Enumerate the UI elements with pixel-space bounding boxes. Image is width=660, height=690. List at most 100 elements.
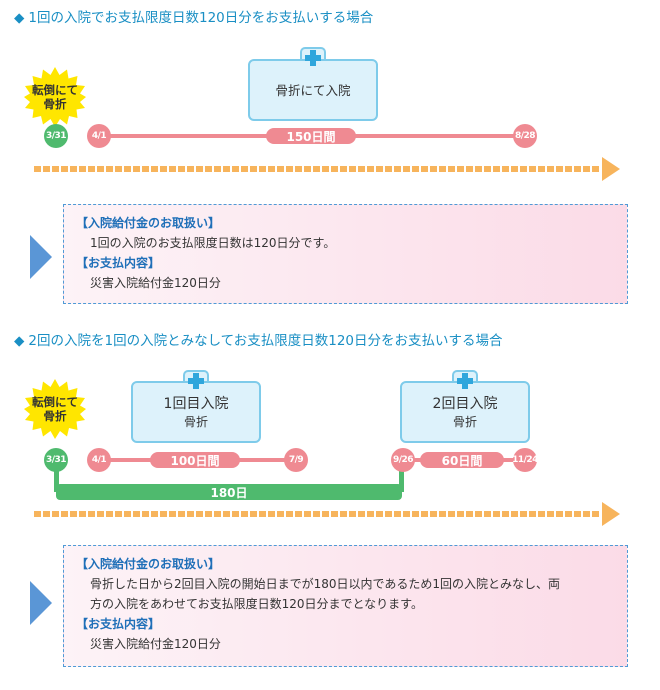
diamond-bullet-icon: ◆ xyxy=(14,10,25,26)
arrow-dot xyxy=(205,166,212,172)
arrow-dot xyxy=(340,511,347,517)
arrow-dot xyxy=(286,511,293,517)
arrow-dot xyxy=(538,166,545,172)
hospital-sub: 骨折 xyxy=(452,414,477,429)
arrow-dot xyxy=(448,511,455,517)
arrow-dot xyxy=(268,511,275,517)
hospital-sub: 骨折 xyxy=(183,414,208,429)
arrow-dot xyxy=(304,511,311,517)
arrow-dot xyxy=(403,166,410,172)
arrow-dot xyxy=(502,166,509,172)
arrow-dot xyxy=(61,511,68,517)
arrow-dot xyxy=(583,511,590,517)
arrow-dot xyxy=(529,166,536,172)
arrow-dot xyxy=(385,166,392,172)
arrow-dot xyxy=(385,511,392,517)
arrow-dot xyxy=(538,511,545,517)
arrow-dot xyxy=(151,166,158,172)
arrow-dot xyxy=(394,511,401,517)
arrow-dot xyxy=(52,511,59,517)
arrow-dot xyxy=(34,166,41,172)
arrow-dot xyxy=(313,166,320,172)
arrow-dot xyxy=(268,166,275,172)
arrow-dot xyxy=(376,511,383,517)
arrow-dot xyxy=(592,166,599,172)
arrow-dot xyxy=(151,511,158,517)
arrow-dot xyxy=(367,166,374,172)
arrow-dot xyxy=(79,511,86,517)
arrow-dot xyxy=(502,511,509,517)
event-date-badge: 3/31 xyxy=(44,124,68,148)
arrow-dot xyxy=(529,511,536,517)
arrow-dot xyxy=(187,166,194,172)
arrow-dot xyxy=(115,511,122,517)
medical-cross-icon xyxy=(457,373,473,389)
arrow-dot xyxy=(349,166,356,172)
arrow-dot xyxy=(466,166,473,172)
duration-label: 100日間 xyxy=(150,452,240,468)
hospital-title: 2回目入院 xyxy=(432,395,498,412)
arrow-dot xyxy=(43,511,50,517)
start-date-badge: 4/1 xyxy=(87,448,111,472)
end-date-badge: 7/9 xyxy=(284,448,308,472)
section2-heading: ◆2回の入院を1回の入院とみなしてお支払限度日数120日分をお支払いする場合 xyxy=(14,333,503,349)
arrow-dot xyxy=(295,511,302,517)
arrow-dot xyxy=(160,511,167,517)
arrow-dot xyxy=(493,511,500,517)
arrow-dot xyxy=(52,166,59,172)
arrow-dot xyxy=(142,166,149,172)
arrow-dot xyxy=(448,166,455,172)
arrow-dot xyxy=(592,511,599,517)
start-date-badge: 4/1 xyxy=(87,124,111,148)
arrow-dot xyxy=(430,166,437,172)
starburst-icon xyxy=(24,379,86,439)
arrow-dot xyxy=(403,511,410,517)
arrow-dot xyxy=(430,511,437,517)
arrow-dot xyxy=(97,166,104,172)
arrow-dot xyxy=(457,511,464,517)
arrow-dot xyxy=(412,166,419,172)
arrow-dot xyxy=(43,166,50,172)
pointer-triangle-icon xyxy=(30,581,52,625)
arrow-dot xyxy=(187,511,194,517)
arrow-dot xyxy=(241,166,248,172)
event-label: 転倒にて 骨折 xyxy=(32,395,78,423)
arrow-dot xyxy=(34,511,41,517)
arrow-dot xyxy=(169,166,176,172)
arrow-dot xyxy=(160,166,167,172)
arrow-head-icon xyxy=(602,502,620,526)
medical-cross-icon xyxy=(188,373,204,389)
arrow-dot xyxy=(61,166,68,172)
arrow-dot xyxy=(574,511,581,517)
arrow-dot xyxy=(331,511,338,517)
arrow-dot xyxy=(97,511,104,517)
arrow-dot xyxy=(313,511,320,517)
arrow-dot xyxy=(79,166,86,172)
diamond-bullet-icon: ◆ xyxy=(14,333,25,349)
span-bracket-left xyxy=(54,460,59,492)
arrow-dot xyxy=(241,511,248,517)
starburst-icon xyxy=(24,67,86,127)
section1-heading: ◆1回の入院でお支払限度日数120日分をお支払いする場合 xyxy=(14,10,374,26)
arrow-dot xyxy=(574,166,581,172)
arrow-dot xyxy=(106,166,113,172)
arrow-dot xyxy=(457,166,464,172)
arrow-dot xyxy=(331,166,338,172)
arrow-dot xyxy=(556,511,563,517)
arrow-dot xyxy=(205,511,212,517)
hospital-box-first: 1回目入院 骨折 xyxy=(131,381,261,443)
arrow-dot xyxy=(232,166,239,172)
arrow-dot xyxy=(250,166,257,172)
event-label: 転倒にて 骨折 xyxy=(32,83,78,111)
arrow-dot xyxy=(376,166,383,172)
info-box: 【入院給付金のお取扱い】 骨折した日から2回目入院の開始日までが180日以内であ… xyxy=(63,545,628,667)
arrow-dot xyxy=(358,511,365,517)
arrow-dot xyxy=(421,166,428,172)
span-label: 180日 xyxy=(56,484,402,500)
arrow-dot xyxy=(295,166,302,172)
arrow-dot xyxy=(169,511,176,517)
end-date-badge: 11/24 xyxy=(512,448,538,472)
arrow-dot xyxy=(277,166,284,172)
timeline-arrow xyxy=(34,165,602,173)
arrow-dot xyxy=(439,511,446,517)
